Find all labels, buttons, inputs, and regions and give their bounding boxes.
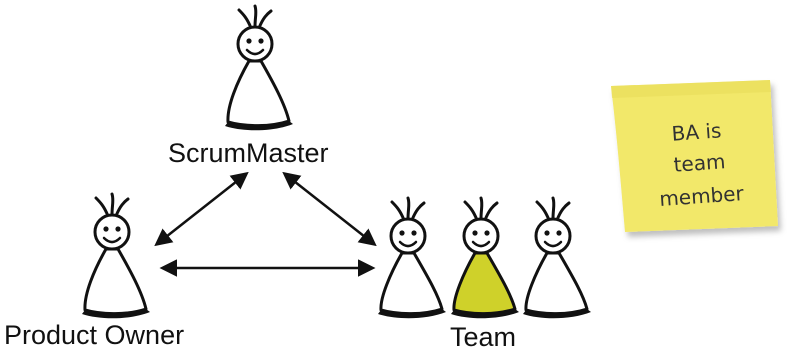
team-label: Team <box>450 322 517 352</box>
sticky-note-icon: BA is team member <box>611 80 778 232</box>
sticky-note-line: team <box>673 149 726 177</box>
business-analyst-figure-icon <box>451 196 519 319</box>
arrow-scrummaster-team <box>282 171 377 247</box>
product-owner-label: Product Owner <box>4 320 185 350</box>
product-owner-figure-icon <box>82 192 150 319</box>
team-member-figure-icon <box>523 196 591 319</box>
sticky-note-line: member <box>659 181 746 211</box>
team-member-figure-icon <box>378 196 446 319</box>
scrum-master-label: ScrumMaster <box>168 138 329 168</box>
scrum-master-figure-icon <box>225 4 293 131</box>
sticky-note-line: BA is <box>671 118 722 145</box>
arrow-scrummaster-product-owner <box>154 171 249 247</box>
